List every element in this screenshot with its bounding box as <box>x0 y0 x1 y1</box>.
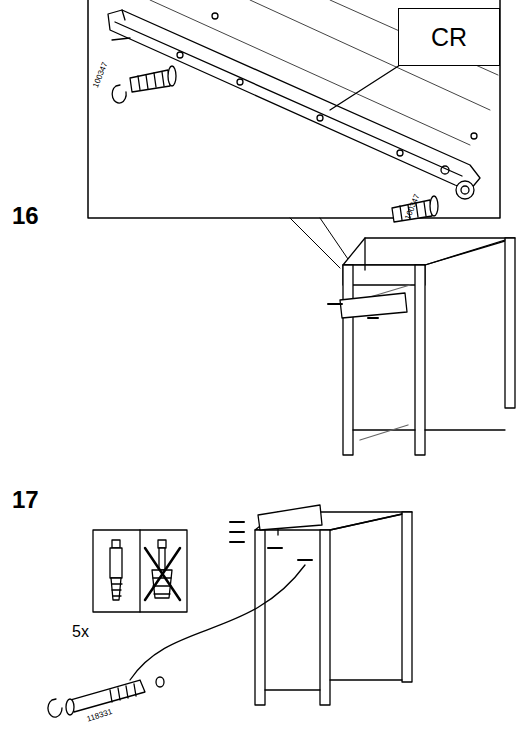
part-code: CR <box>431 25 467 50</box>
part-number: 100347 <box>92 61 109 89</box>
hole <box>212 13 218 19</box>
step-number: 17 <box>12 488 39 512</box>
callout-line <box>130 565 305 680</box>
label-box: CR <box>398 8 500 66</box>
quantity: 5x <box>72 624 89 640</box>
cabinet <box>230 505 412 705</box>
hole <box>471 133 477 139</box>
part-number: 118331 <box>86 708 113 724</box>
callout-line <box>290 218 350 268</box>
bolt-inset <box>93 530 187 612</box>
cabinet <box>328 238 515 455</box>
step-number: 16 <box>12 204 39 228</box>
screw <box>112 66 176 103</box>
inset-frame <box>88 0 500 218</box>
leader-line <box>330 65 400 110</box>
